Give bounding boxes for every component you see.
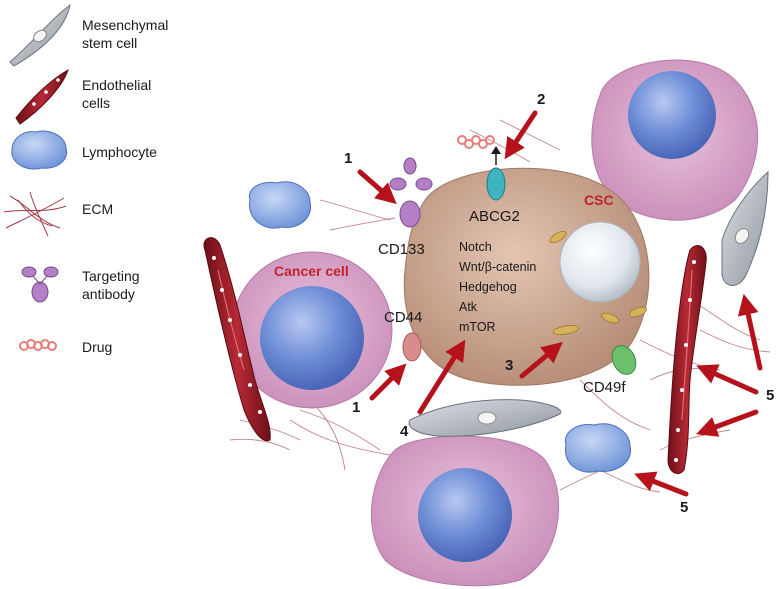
cd44-receptor xyxy=(402,332,422,362)
csc-nucleus xyxy=(559,221,641,303)
arrows xyxy=(357,110,763,497)
arrow-5-fibers xyxy=(696,409,759,437)
step-number-5-right: 5 xyxy=(766,387,774,404)
targeting-antibody-icon xyxy=(21,266,59,303)
signaling-pathways-list: Notch Wnt/β-catenin Hedgehog Atk mTOR xyxy=(459,240,536,334)
lymphocyte-icon xyxy=(11,130,68,170)
arrow-5-endo xyxy=(696,364,759,395)
ecm-icon xyxy=(3,191,67,237)
arrow-1-top xyxy=(357,169,397,205)
cancer-stem-cell xyxy=(403,167,650,386)
drug-icon xyxy=(19,339,57,351)
legend-label-antibody-line1: Targeting xyxy=(82,268,140,284)
cancer-cell-top-right xyxy=(591,59,759,221)
nucleus xyxy=(260,286,364,390)
drug-molecule xyxy=(457,135,495,149)
nucleus xyxy=(418,468,512,562)
lymphocyte-left xyxy=(248,181,312,229)
label-cd133: CD133 xyxy=(378,241,425,258)
pathway-atk: Atk xyxy=(459,300,478,314)
step-number-3: 3 xyxy=(505,357,513,374)
legend-label-lymphocyte: Lymphocyte xyxy=(82,144,157,160)
abcg2-transporter xyxy=(486,146,506,201)
mesenchymal-stem-cell-bottom xyxy=(408,399,562,437)
arrow-3 xyxy=(519,341,563,379)
label-cd49f: CD49f xyxy=(583,379,626,396)
label-abcg2: ABCG2 xyxy=(469,208,520,225)
label-csc: CSC xyxy=(584,192,614,208)
endothelial-cell-right xyxy=(667,245,707,475)
label-cancer-cell: Cancer cell xyxy=(274,263,349,279)
mesenchymal-stem-cell-right xyxy=(721,170,769,286)
endothelial-cell-left xyxy=(203,237,271,442)
legend-label-endothelial-line1: Endothelial xyxy=(82,77,151,93)
mitochondria xyxy=(549,230,647,335)
arrow-5-msc xyxy=(737,293,763,371)
step-number-5-bottom: 5 xyxy=(680,499,688,516)
step-number-1-top: 1 xyxy=(344,150,352,167)
arrow-4 xyxy=(417,339,466,415)
cancer-cell-bottom xyxy=(370,435,560,587)
pathway-mtor: mTOR xyxy=(459,320,496,334)
lymphocyte-bottom-right xyxy=(564,423,632,473)
mesenchymal-stem-cell-icon xyxy=(9,3,71,67)
legend-label-mesenchymal-line2: stem cell xyxy=(82,35,137,51)
label-cd44: CD44 xyxy=(384,309,422,326)
pathway-hedgehog: Hedgehog xyxy=(459,280,517,294)
nucleus xyxy=(628,71,716,159)
legend-label-antibody-line2: antibody xyxy=(82,286,135,302)
cd133-antibody xyxy=(389,157,433,228)
cd49f-receptor xyxy=(611,345,637,375)
legend-label-endothelial-line2: cells xyxy=(82,95,110,111)
pathway-notch: Notch xyxy=(459,240,492,254)
legend-label-drug: Drug xyxy=(82,339,112,355)
step-number-4: 4 xyxy=(400,423,409,440)
pathway-wnt: Wnt/β-catenin xyxy=(459,260,536,274)
step-number-1-bottom: 1 xyxy=(352,399,360,416)
arrow-1-bottom xyxy=(369,363,407,401)
legend-label-mesenchymal-line1: Mesenchymal xyxy=(82,17,168,33)
legend: Mesenchymal stem cell Endothelial cells … xyxy=(3,3,168,355)
step-number-2: 2 xyxy=(537,91,545,108)
arrow-2 xyxy=(504,110,538,160)
arrow-5-lymphocyte xyxy=(634,471,689,497)
cancer-cell-left xyxy=(231,251,393,409)
legend-label-ecm: ECM xyxy=(82,201,113,217)
endothelial-cell-icon xyxy=(15,68,69,125)
